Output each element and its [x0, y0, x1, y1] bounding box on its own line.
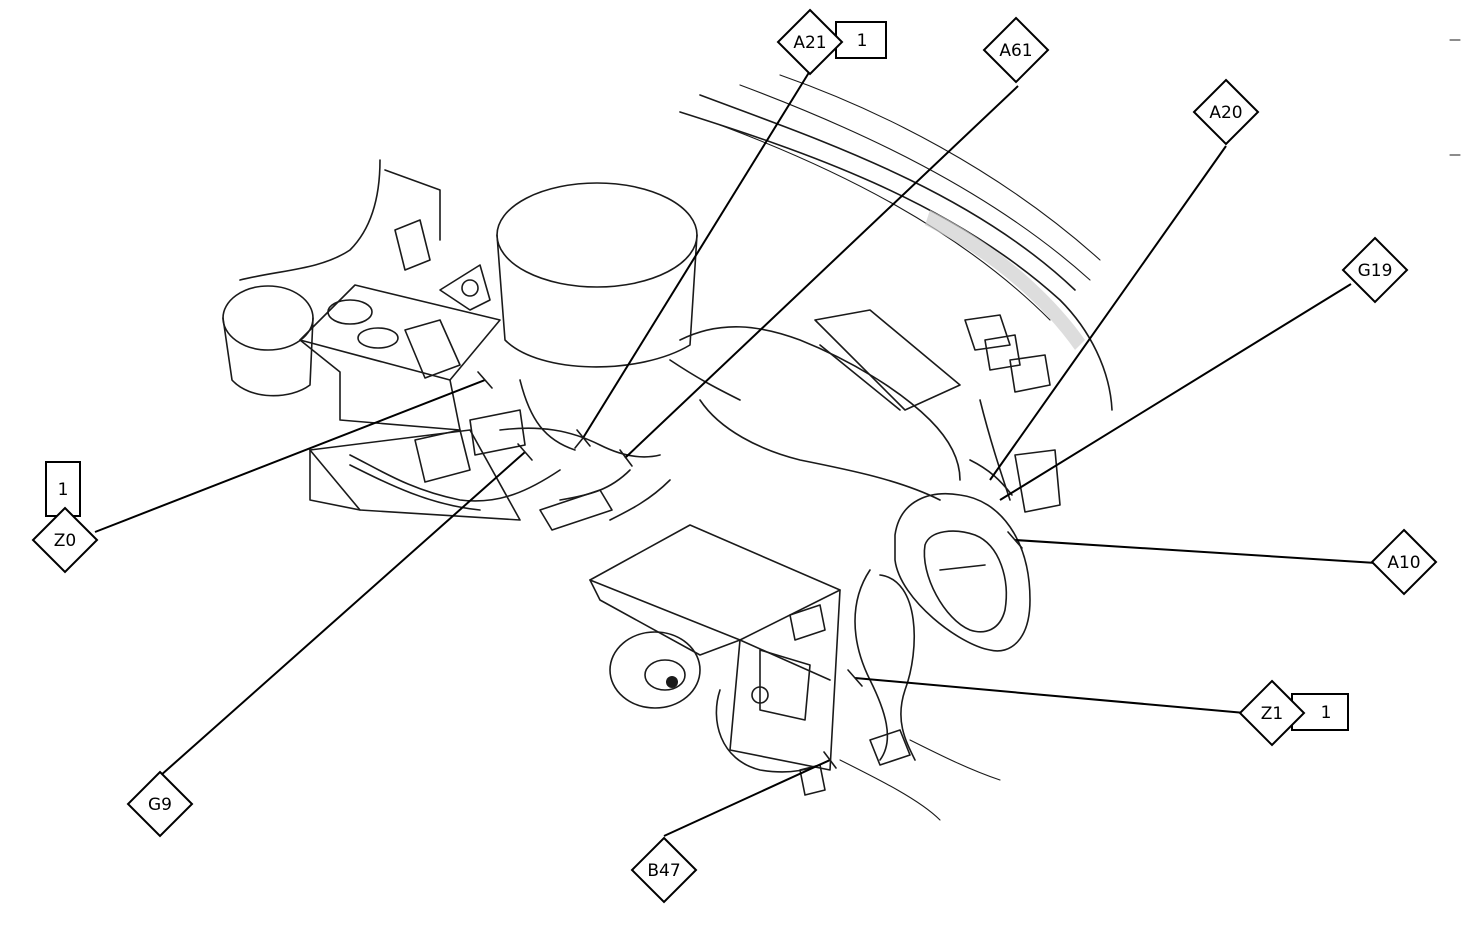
leader-a20 [989, 145, 1227, 481]
leader-a10 [1014, 539, 1377, 564]
callout-g9[interactable]: G9 [126, 770, 194, 838]
leader-a61 [624, 85, 1019, 459]
tag-diamond-a10 [1370, 528, 1438, 596]
tag-label-a10: A10 [1387, 553, 1420, 573]
callout-z0[interactable]: Z0 1 [31, 461, 99, 574]
tag-label-z1: Z1 [1261, 704, 1283, 724]
tag-diamond-b47 [630, 836, 698, 904]
qty-label-a21: 1 [857, 31, 868, 51]
callout-tags: A21 1 A61 A20 G19 A10 Z1 1 [31, 8, 1438, 904]
leader-a21 [582, 65, 814, 439]
leader-lines [94, 65, 1377, 837]
qty-box-a21 [835, 21, 887, 59]
tag-diamond-z1 [1238, 679, 1306, 747]
tag-diamond-g19 [1341, 236, 1409, 304]
tag-label-g19: G19 [1358, 261, 1393, 281]
tag-diamond-g9 [126, 770, 194, 838]
callout-a10[interactable]: A10 [1370, 528, 1438, 596]
leader-g9 [159, 451, 526, 777]
callout-a61[interactable]: A61 [982, 16, 1050, 84]
tag-label-a61: A61 [999, 41, 1032, 61]
qty-label-z0: 1 [58, 480, 69, 500]
callout-g19[interactable]: G19 [1341, 236, 1409, 304]
tag-diamond-a20 [1192, 78, 1260, 146]
tag-diamond-a21 [776, 8, 844, 76]
leader-b47 [663, 759, 831, 837]
tag-label-b47: B47 [647, 861, 680, 881]
callout-a21[interactable]: A21 1 [776, 8, 887, 76]
tag-diamond-a61 [982, 16, 1050, 84]
engine-bay-illustration [222, 39, 1461, 821]
leader-g19 [999, 283, 1352, 501]
leader-z1 [854, 677, 1246, 714]
tag-diamond-z0 [31, 506, 99, 574]
leader-z0 [94, 379, 486, 533]
tag-label-a20: A20 [1209, 103, 1242, 123]
callout-a20[interactable]: A20 [1192, 78, 1260, 146]
tag-label-a21: A21 [793, 33, 826, 53]
callout-z1[interactable]: Z1 1 [1238, 679, 1349, 747]
callout-b47[interactable]: B47 [630, 836, 698, 904]
tag-label-g9: G9 [148, 795, 172, 815]
qty-label-z1: 1 [1321, 703, 1332, 723]
tag-label-z0: Z0 [54, 531, 76, 551]
